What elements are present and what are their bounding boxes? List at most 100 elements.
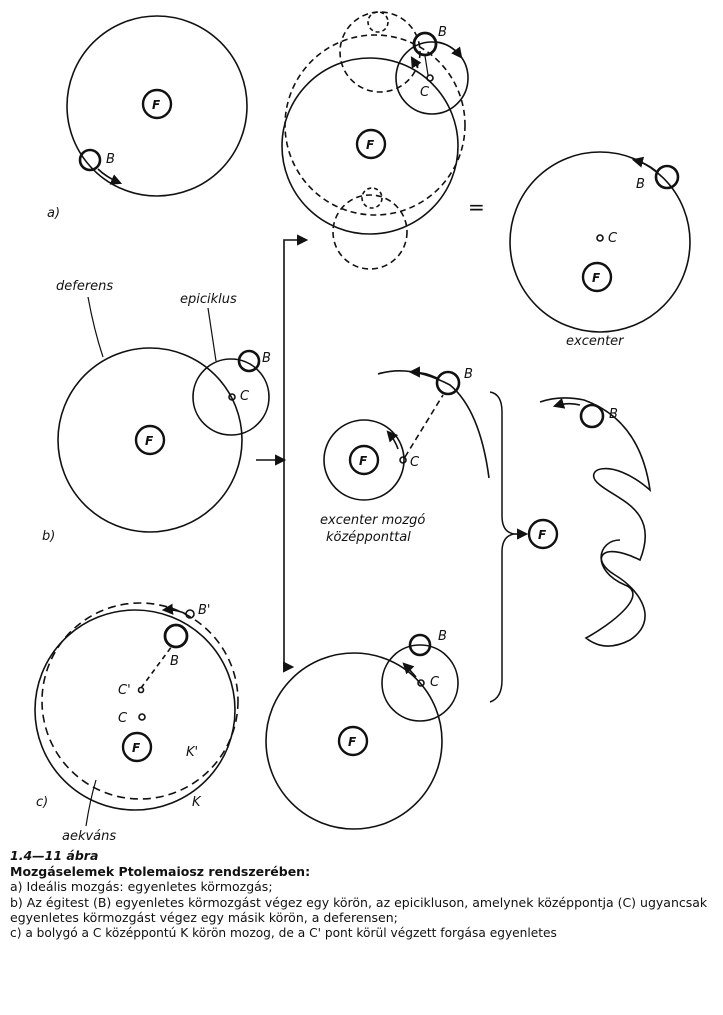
diagram-moving-excenter — [323, 366, 490, 501]
excenter-arc — [377, 369, 490, 479]
label-c: C — [608, 231, 618, 246]
label-c: C — [240, 389, 250, 404]
diagram-labels: F B a) B C F = B C F excenter deferens e… — [36, 25, 645, 844]
label-c: C — [118, 711, 128, 726]
motion-arrow-small — [386, 430, 399, 450]
diagram-c — [34, 602, 239, 827]
brace — [489, 391, 515, 703]
label-b: B — [262, 351, 271, 366]
earth-marker-f — [348, 444, 380, 476]
caption-line-a: a) Ideális mozgás: egyenletes körmozgás; — [10, 879, 273, 895]
orbit-k — [34, 609, 236, 811]
earth-marker-f — [141, 88, 173, 120]
body-b — [408, 633, 432, 657]
label-deferens: deferens — [56, 279, 113, 294]
label-b: B — [438, 629, 447, 644]
label-k: K — [192, 795, 202, 810]
connector-branch-down — [283, 460, 295, 673]
label-c-prime: C' — [118, 683, 131, 698]
label-f: F — [145, 434, 154, 448]
earth-marker-f — [527, 518, 559, 550]
center-c-prime — [137, 686, 145, 694]
label-part-c: c) — [36, 795, 48, 810]
body-b — [579, 403, 605, 429]
label-excenter: excenter — [566, 334, 625, 349]
earth-marker-f — [337, 725, 369, 757]
aekvans-pointer — [85, 779, 97, 827]
center-c — [417, 679, 425, 687]
label-f: F — [132, 741, 141, 755]
label-f: F — [152, 98, 161, 112]
dashed-body-top — [367, 11, 389, 33]
deferent-circle — [57, 347, 243, 533]
center-c — [426, 74, 434, 82]
label-b: B — [609, 407, 618, 422]
label-b: B — [170, 654, 179, 669]
radius-line — [424, 55, 429, 76]
epicycle-circle — [192, 358, 270, 436]
dashed-epicycle-bottom — [332, 194, 408, 270]
dashed-body-bottom — [361, 187, 383, 209]
label-b-prime: B' — [198, 603, 211, 618]
dashed-circle-large — [284, 34, 466, 216]
label-epiciklus: epiciklus — [180, 292, 237, 307]
label-c: C — [420, 85, 430, 100]
excenter-circle — [509, 151, 691, 333]
epicycle-circle — [395, 41, 469, 115]
orbit-k-prime — [41, 602, 239, 800]
motion-arrow-small — [410, 56, 422, 69]
earth-marker-f — [581, 261, 613, 293]
ptolemaic-motion-diagram: F B a) B C F = B C F excenter deferens e… — [34, 11, 691, 844]
dashed-link — [404, 394, 444, 458]
label-c: C — [410, 455, 420, 470]
diagram-loops — [539, 397, 652, 647]
center-c — [228, 393, 236, 401]
deferent-circle — [281, 57, 459, 235]
caption-title: Mozgáselemek Ptolemaiosz rendszerében: — [10, 863, 311, 879]
label-f: F — [592, 271, 601, 285]
deferent-circle — [265, 652, 443, 830]
label-f: F — [366, 138, 375, 152]
body-b — [78, 148, 102, 172]
label-b: B — [636, 177, 645, 192]
body-b — [435, 370, 461, 396]
center-c — [138, 713, 146, 721]
dashed-epicycle-top — [339, 11, 421, 93]
caption-line-b: b) Az égitest (B) egyenletes körmozgást … — [10, 894, 708, 926]
label-c: C — [430, 675, 440, 690]
center-c — [399, 456, 407, 464]
loop-path — [539, 397, 652, 647]
caption-line-c: c) a bolygó a C középpontú K körön mozog… — [10, 925, 557, 940]
orbit-circle — [66, 15, 248, 197]
label-f: F — [348, 735, 357, 749]
label-excenter-mozgo-2: középponttal — [326, 530, 411, 545]
body-b — [237, 349, 261, 373]
label-excenter-mozgo-1: excenter mozgó — [320, 513, 425, 528]
diagram-a-epicycle — [281, 11, 469, 270]
motion-arrow — [161, 603, 187, 615]
label-b: B — [106, 152, 115, 167]
motion-arrow — [552, 398, 581, 409]
figure-number: 1.4—11 ábra — [10, 848, 99, 863]
body-b — [163, 623, 189, 649]
label-equals: = — [468, 195, 485, 219]
body-b — [654, 164, 680, 190]
label-part-b: b) — [42, 529, 55, 544]
connector-branch-up — [283, 234, 309, 460]
earth-marker-f — [121, 731, 153, 763]
small-orbit-circle — [323, 419, 405, 501]
label-part-a: a) — [47, 206, 60, 221]
dashed-link — [140, 645, 173, 689]
label-aekvans: aekváns — [62, 829, 116, 844]
figure-caption: 1.4—11 ábra Mozgáselemek Ptolemaiosz ren… — [10, 848, 715, 942]
deferens-pointer — [87, 296, 104, 358]
motion-arrow — [408, 366, 438, 379]
motion-arrow — [436, 41, 463, 59]
label-k-prime: K' — [186, 745, 198, 760]
motion-arrow — [631, 156, 657, 172]
epiciklus-pointer — [207, 307, 217, 362]
diagram-b-repeat — [265, 633, 459, 830]
motion-arrow — [97, 168, 123, 185]
bracket-group — [489, 391, 559, 703]
label-b: B — [464, 367, 473, 382]
